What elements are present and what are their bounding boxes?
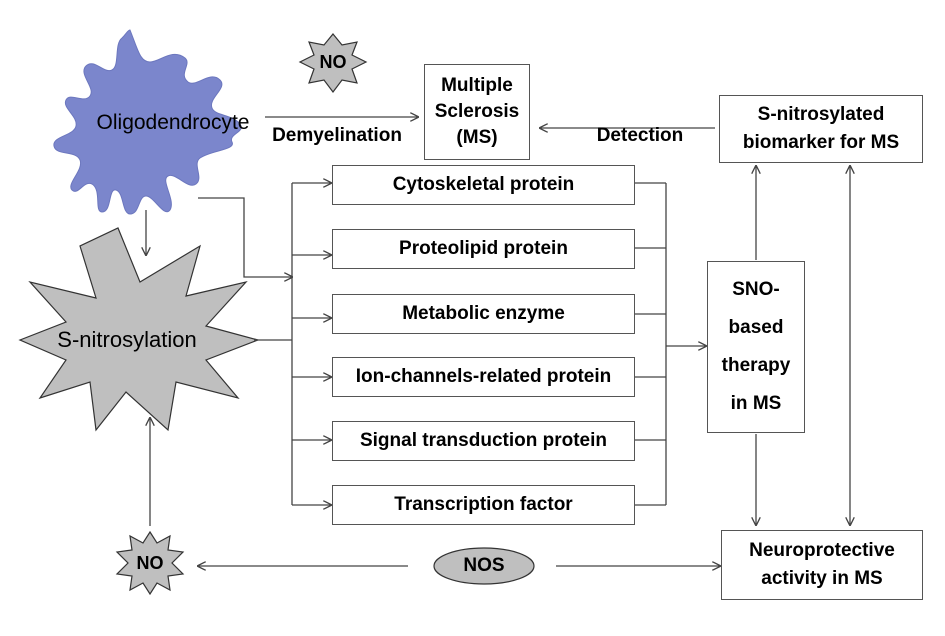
nos-ellipse — [433, 547, 535, 585]
protein-label: Metabolic enzyme — [402, 303, 565, 324]
protein-box-proteolipid: Proteolipid protein — [332, 229, 635, 269]
protein-label: Cytoskeletal protein — [392, 174, 575, 195]
protein-box-metabolic: Metabolic enzyme — [332, 294, 635, 334]
neuro-line-2: activity in MS — [761, 568, 883, 589]
s-nitrosylation-label: S-nitrosylation — [57, 327, 197, 352]
no-top-label: NO — [319, 51, 347, 72]
oligodendrocyte-shape — [53, 29, 242, 215]
therapy-line-4: in MS — [730, 393, 782, 414]
biomarker-line-2: biomarker for MS — [742, 132, 900, 153]
protein-box-signal: Signal transduction protein — [332, 421, 635, 461]
no-top-star — [298, 33, 368, 93]
oligodendrocyte-label: Oligodendrocyte — [96, 111, 250, 134]
therapy-box: SNO- based therapy in MS — [707, 261, 805, 433]
oligo-to-proteins-connector — [198, 197, 292, 277]
ms-line-3: (MS) — [456, 127, 498, 148]
therapy-line-3: therapy — [721, 355, 791, 376]
s-nitrosylation-star — [18, 227, 260, 432]
protein-label: Transcription factor — [394, 494, 573, 515]
therapy-line-1: SNO- — [732, 279, 780, 300]
protein-box-transcription: Transcription factor — [332, 485, 635, 525]
ms-line-1: Multiple — [441, 75, 513, 96]
demyelination-label: Demyelination — [272, 125, 402, 146]
biomarker-line-1: S-nitrosylated — [757, 104, 885, 125]
protein-box-ion-channels: Ion-channels-related protein — [332, 357, 635, 397]
protein-label: Ion-channels-related protein — [355, 366, 612, 387]
protein-label: Proteolipid protein — [399, 238, 568, 259]
biomarker-box: S-nitrosylated biomarker for MS — [719, 95, 923, 163]
multiple-sclerosis-box: Multiple Sclerosis (MS) — [424, 64, 530, 160]
nos-label: NOS — [463, 555, 505, 576]
no-bottom-star — [115, 530, 185, 596]
therapy-line-2: based — [728, 317, 784, 338]
protein-label: Signal transduction protein — [359, 430, 607, 451]
ms-line-2: Sclerosis — [434, 101, 520, 122]
neuroprotective-box: Neuroprotective activity in MS — [721, 530, 923, 600]
protein-box-cytoskeletal: Cytoskeletal protein — [332, 165, 635, 205]
neuro-line-1: Neuroprotective — [749, 540, 895, 561]
detection-label: Detection — [596, 125, 684, 146]
no-bottom-label: NO — [136, 552, 164, 573]
